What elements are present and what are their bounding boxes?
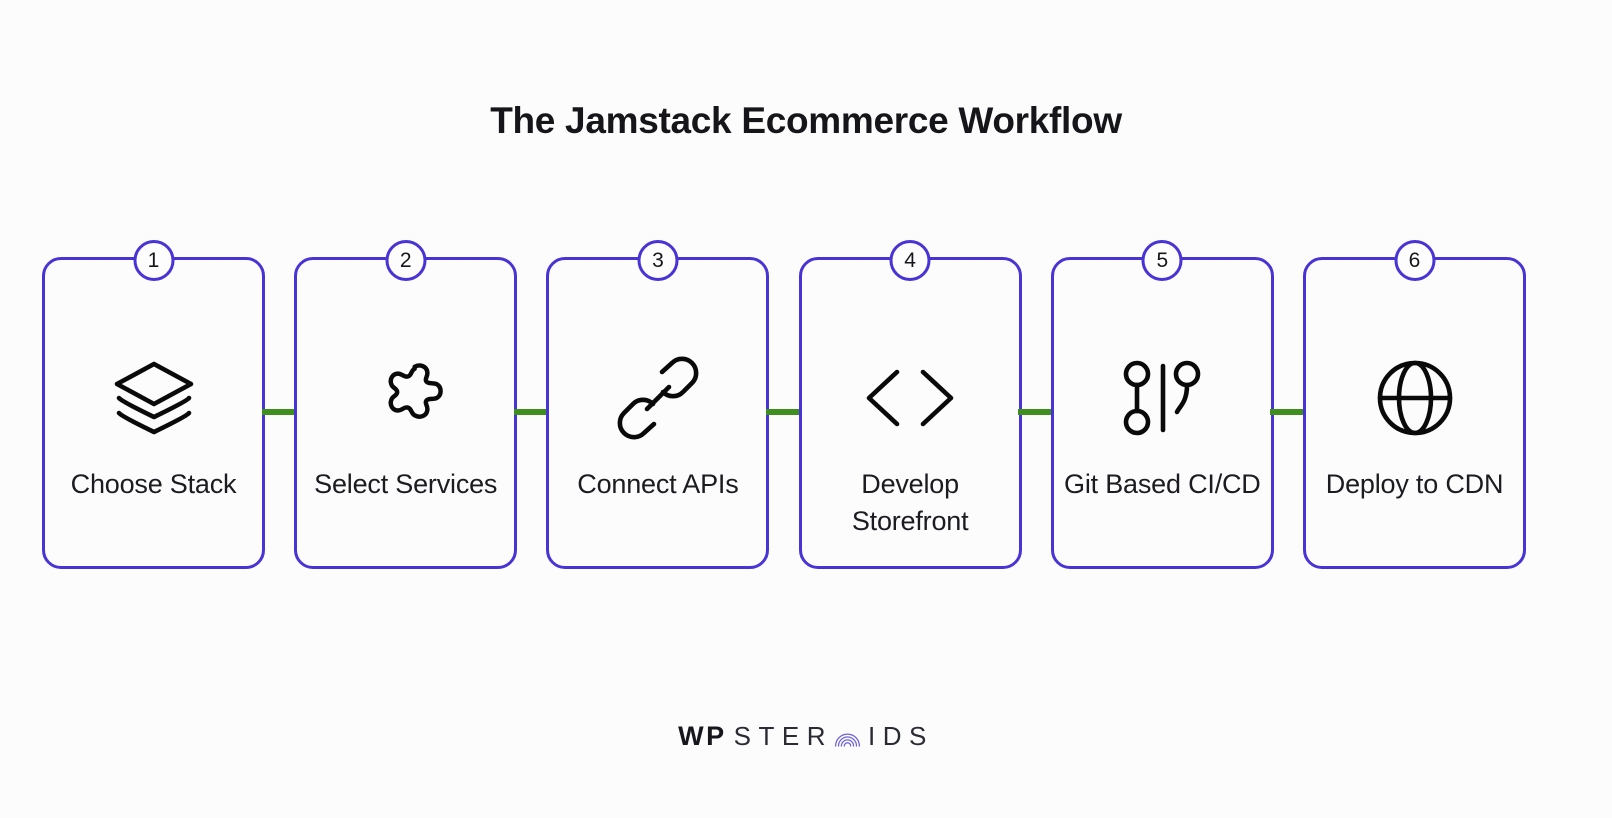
connector-1-2	[261, 257, 298, 569]
step-card[interactable]: 4 Develop Storefront	[798, 240, 1022, 569]
step-number-badge: 6	[1394, 240, 1436, 281]
step-label: Git Based CI/CD	[1064, 469, 1261, 499]
step-card[interactable]: 1 Choose Stack	[42, 240, 265, 569]
globe-icon	[1306, 352, 1523, 444]
workflow-step-2[interactable]: 2 Select Services	[294, 240, 518, 569]
connector-bar	[1270, 409, 1307, 415]
connector-bar	[766, 409, 802, 415]
code-brackets-icon	[802, 352, 1019, 444]
link-chain-icon	[549, 352, 766, 444]
step-number-badge: 4	[889, 240, 931, 281]
arch-rainbow-icon	[834, 724, 861, 751]
workflow-step-4[interactable]: 4 Develop Storefront	[798, 240, 1022, 569]
step-number-badge: 3	[637, 240, 679, 281]
step-label: Connect APIs	[577, 469, 739, 499]
wpsteroids-logo[interactable]: WP STER IDS	[0, 718, 1612, 754]
logo-light-text-2: IDS	[868, 720, 934, 751]
connector-5-6	[1270, 257, 1307, 569]
step-label: Develop Storefront	[851, 469, 969, 536]
step-number-badge: 2	[385, 240, 427, 281]
connector-bar	[261, 409, 298, 415]
step-card[interactable]: 5 Git Based CI/CD	[1050, 240, 1274, 569]
connector-bar	[513, 409, 550, 415]
step-label: Select Services	[314, 469, 498, 499]
step-card[interactable]: 2 Select Services	[294, 240, 518, 569]
connector-3-4	[766, 257, 802, 569]
workflow-step-3[interactable]: 3 Connect APIs	[546, 240, 770, 569]
workflow-step-5[interactable]: 5 Git Based CI/CD	[1050, 240, 1274, 569]
puzzle-piece-icon	[297, 352, 514, 444]
connector-4-5	[1018, 257, 1055, 569]
step-label: Choose Stack	[70, 469, 237, 499]
step-card[interactable]: 3 Connect APIs	[546, 240, 770, 569]
step-number-badge: 5	[1141, 240, 1183, 281]
workflow-step-6[interactable]: 6 Deploy to CDN	[1303, 240, 1527, 569]
workflow-step-1[interactable]: 1 Choose Stack	[42, 240, 265, 569]
connector-2-3	[513, 257, 550, 569]
step-number-badge: 1	[133, 240, 174, 281]
workflow-steps-row: 1 Choose Stack 2	[42, 240, 1527, 569]
connector-bar	[1018, 409, 1055, 415]
step-label: Deploy to CDN	[1325, 469, 1504, 499]
git-branch-icon	[1054, 352, 1271, 444]
step-card[interactable]: 6 Deploy to CDN	[1303, 240, 1527, 569]
layers-icon	[45, 352, 262, 444]
logo-bold-text: WP	[678, 720, 727, 751]
page-title: The Jamstack Ecommerce Workflow	[490, 100, 1122, 141]
logo-light-text-1: STER	[733, 720, 833, 751]
